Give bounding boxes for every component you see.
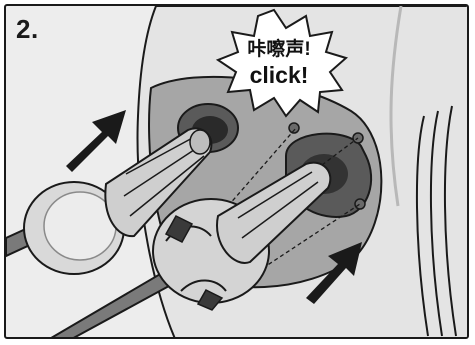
instruction-panel: 2. 咔嚓声! click! bbox=[4, 4, 469, 339]
arrow-right-up-icon bbox=[66, 110, 126, 172]
click-callout: 咔嚓声! click! bbox=[224, 40, 334, 87]
click-callout-english: click! bbox=[224, 63, 334, 87]
click-callout-chinese: 咔嚓声! bbox=[224, 40, 334, 60]
upper-beater-tip bbox=[190, 130, 210, 154]
step-number: 2. bbox=[16, 14, 39, 45]
